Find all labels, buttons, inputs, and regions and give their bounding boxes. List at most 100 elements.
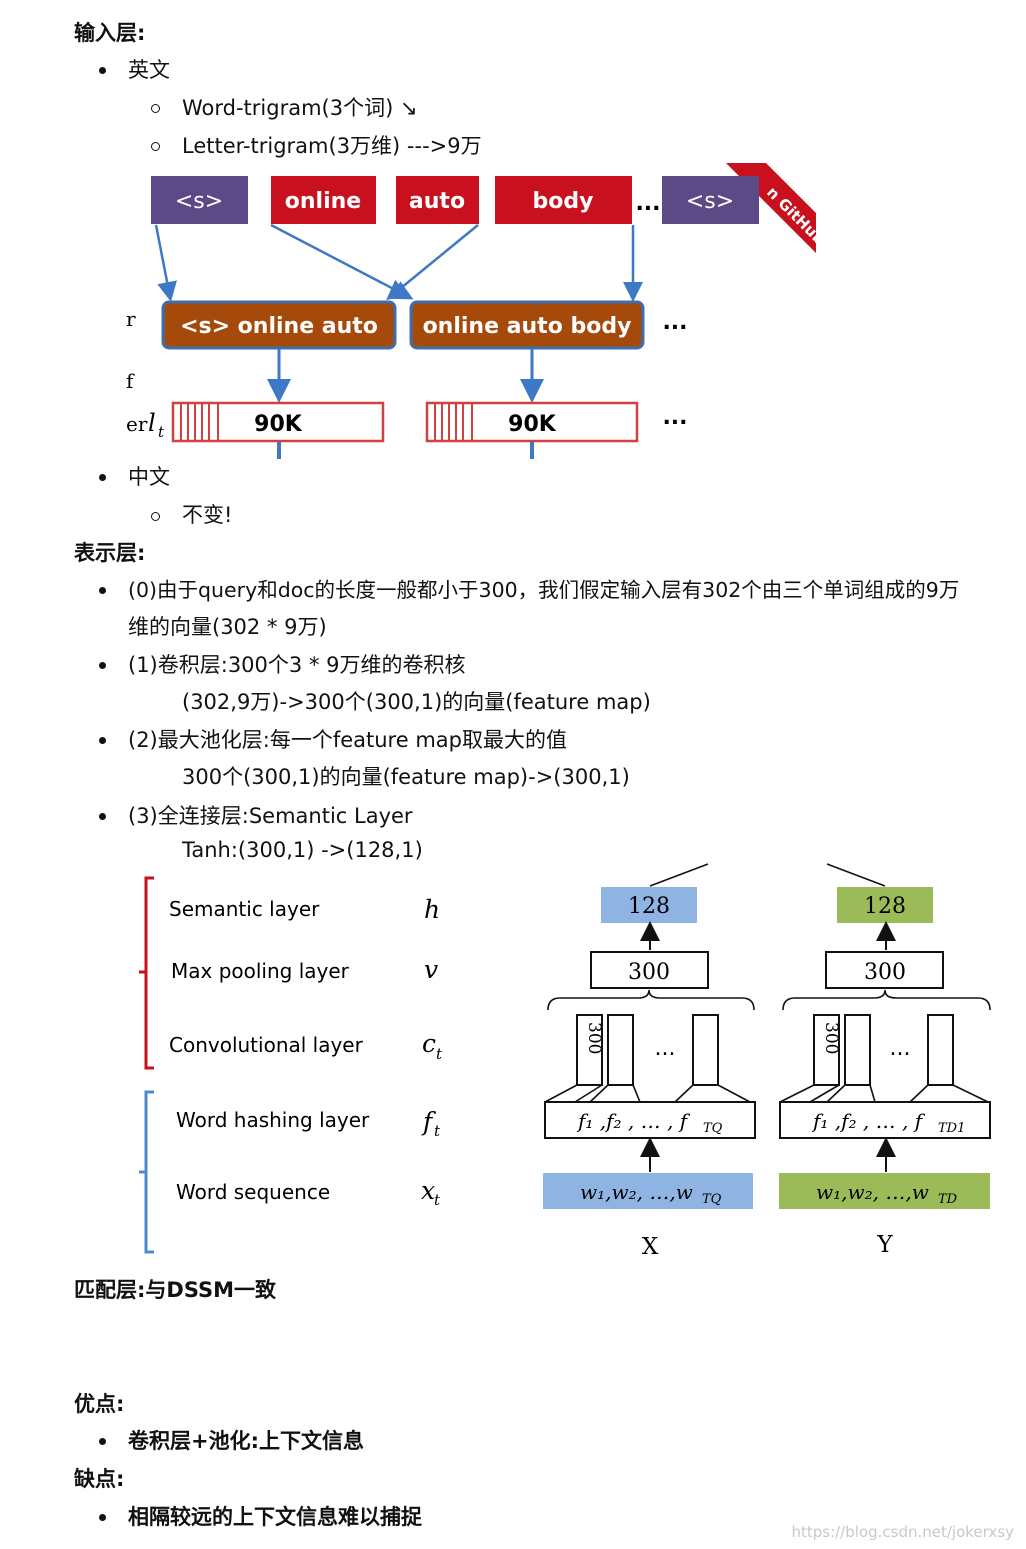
bullet — [99, 474, 106, 481]
top-vector-label: 128 — [864, 894, 906, 919]
token-label: body — [533, 189, 594, 214]
layer-name: Max pooling layer — [171, 959, 350, 983]
layer-name: Semantic layer — [169, 897, 320, 921]
point-2-line1: (2)最大池化层:每一个feature map取最大的值 — [128, 728, 567, 752]
word-sequence-box — [543, 1173, 753, 1209]
bullet — [99, 662, 106, 669]
chinese-note: 不变! — [182, 503, 233, 527]
point-0-line2: 维的向量(302 * 9万) — [128, 615, 327, 639]
pros-item: 卷积层+池化:上下文信息 — [128, 1429, 364, 1453]
top-vector-box — [601, 887, 697, 923]
word-trigram-item: Word-trigram(3个词) ↘ — [182, 96, 418, 120]
bullet — [99, 587, 106, 594]
hash-label: f₁ ,f₂ , … , f — [811, 1109, 926, 1133]
top-vector-box — [837, 887, 933, 923]
lt-subscript: t — [158, 423, 165, 441]
trigram-box: online auto body — [409, 300, 645, 350]
watermark: https://blog.csdn.net/jokerxsy — [791, 1523, 1014, 1541]
word-sequence-label: w₁,w₂, …,w — [580, 1180, 693, 1204]
layer-name: Word sequence — [176, 1180, 330, 1204]
letter-trigram-figure: n GitHub <s> online auto body ... <s> <s… — [126, 163, 816, 459]
point-3-line2: Tanh:(300,1) ->(128,1) — [182, 838, 423, 862]
layer-name: Word hashing layer — [176, 1108, 370, 1132]
conv-dots: ... — [890, 1036, 911, 1061]
layer-name: Convolutional layer — [169, 1033, 364, 1057]
pool-label: 300 — [864, 960, 906, 985]
trigram-label: <s> online auto — [180, 314, 378, 339]
bullet — [99, 813, 106, 820]
tower-label: Y — [876, 1232, 893, 1258]
bullet — [99, 737, 106, 744]
word-sequence-subscript: TQ — [702, 1192, 722, 1207]
vector-box: 90K — [425, 401, 639, 443]
pool-box — [590, 951, 709, 989]
token-label: <s> — [175, 189, 223, 214]
token-label: <s> — [686, 189, 734, 214]
pros-heading: 优点: — [74, 1392, 125, 1416]
left-letter: f — [126, 369, 135, 393]
vector-label: 90K — [508, 412, 557, 437]
ellipsis: ... — [662, 310, 687, 335]
conv-label: 300 — [584, 1022, 604, 1054]
red-bracket — [144, 876, 154, 1070]
layer-subscript: t — [436, 1045, 443, 1063]
token-box: body — [495, 176, 632, 224]
blue-bracket — [144, 1090, 154, 1254]
matching-layer-heading: 匹配层:与DSSM一致 — [74, 1278, 277, 1302]
hash-subscript: TD1 — [938, 1121, 965, 1136]
point-3-line1: (3)全连接层:Semantic Layer — [128, 804, 413, 828]
ellipsis: ... — [662, 405, 687, 430]
token-label: online — [285, 189, 361, 214]
ellipsis: ... — [635, 191, 660, 216]
point-1-line1: (1)卷积层:300个3 * 9万维的卷积核 — [128, 653, 466, 677]
layer-subscript: t — [434, 1122, 441, 1140]
word-sequence-box — [779, 1173, 990, 1209]
layer-symbol: c — [422, 1029, 436, 1058]
layer-symbol: v — [424, 955, 438, 984]
point-0-line1: (0)由于query和doc的长度一般都小于300，我们假定输入层有302个由三… — [128, 578, 960, 602]
representation-layer-heading: 表示层: — [74, 541, 146, 565]
tower-y: 128 300 300 ... f₁ ,f₂ , … , f TD1 w₁,w₂… — [779, 863, 991, 1258]
layer-symbol: h — [424, 895, 440, 924]
token-box: <s> — [151, 176, 248, 224]
token-label: auto — [409, 189, 465, 214]
left-letter: er — [126, 412, 148, 436]
left-letter: r — [126, 307, 136, 331]
tower-label: X — [642, 1234, 659, 1260]
point-2-line2: 300个(300,1)的向量(feature map)->(300,1) — [182, 765, 630, 789]
tower-x: 128 300 300 ... f₁ ,f₂ , … , f TQ w₁,w₂,… — [543, 863, 756, 1260]
token-box: auto — [396, 176, 479, 224]
sub-bullet — [151, 512, 160, 521]
vector-label: 90K — [254, 412, 303, 437]
token-box: online — [271, 176, 376, 224]
chinese-item: 中文 — [128, 465, 170, 489]
hash-label: f₁ ,f₂ , … , f — [576, 1109, 691, 1133]
layer-symbol: f — [421, 1107, 436, 1136]
cons-heading: 缺点: — [74, 1467, 125, 1491]
token-box: <s> — [662, 176, 759, 224]
trigram-box: <s> online auto — [161, 300, 397, 350]
input-layer-heading: 输入层: — [74, 21, 146, 45]
cons-item: 相隔较远的上下文信息难以捕捉 — [128, 1505, 422, 1529]
pool-box — [825, 951, 944, 989]
conv-dots: ... — [655, 1036, 676, 1061]
lt-symbol: l — [148, 409, 156, 437]
pool-label: 300 — [628, 960, 670, 985]
point-1-line2: (302,9万)->300个(300,1)的向量(feature map) — [182, 690, 651, 714]
sub-bullet — [151, 104, 160, 113]
top-vector-label: 128 — [628, 894, 670, 919]
bullet — [99, 1438, 106, 1445]
layer-symbol: x — [421, 1176, 435, 1205]
letter-trigram-item: Letter-trigram(3万维) --->9万 — [182, 134, 482, 158]
trigram-label: online auto body — [423, 314, 632, 339]
vector-box: 90K — [171, 401, 385, 443]
sub-bullet — [151, 142, 160, 151]
word-sequence-subscript: TD — [938, 1192, 958, 1207]
bullet — [99, 67, 106, 74]
word-sequence-label: w₁,w₂, …,w — [816, 1180, 929, 1204]
clsm-architecture-figure: Semantic layer Max pooling layer Convolu… — [139, 863, 991, 1260]
english-item: 英文 — [128, 58, 170, 82]
layer-subscript: t — [434, 1191, 441, 1209]
bullet — [99, 1514, 106, 1521]
hash-subscript: TQ — [703, 1121, 723, 1136]
